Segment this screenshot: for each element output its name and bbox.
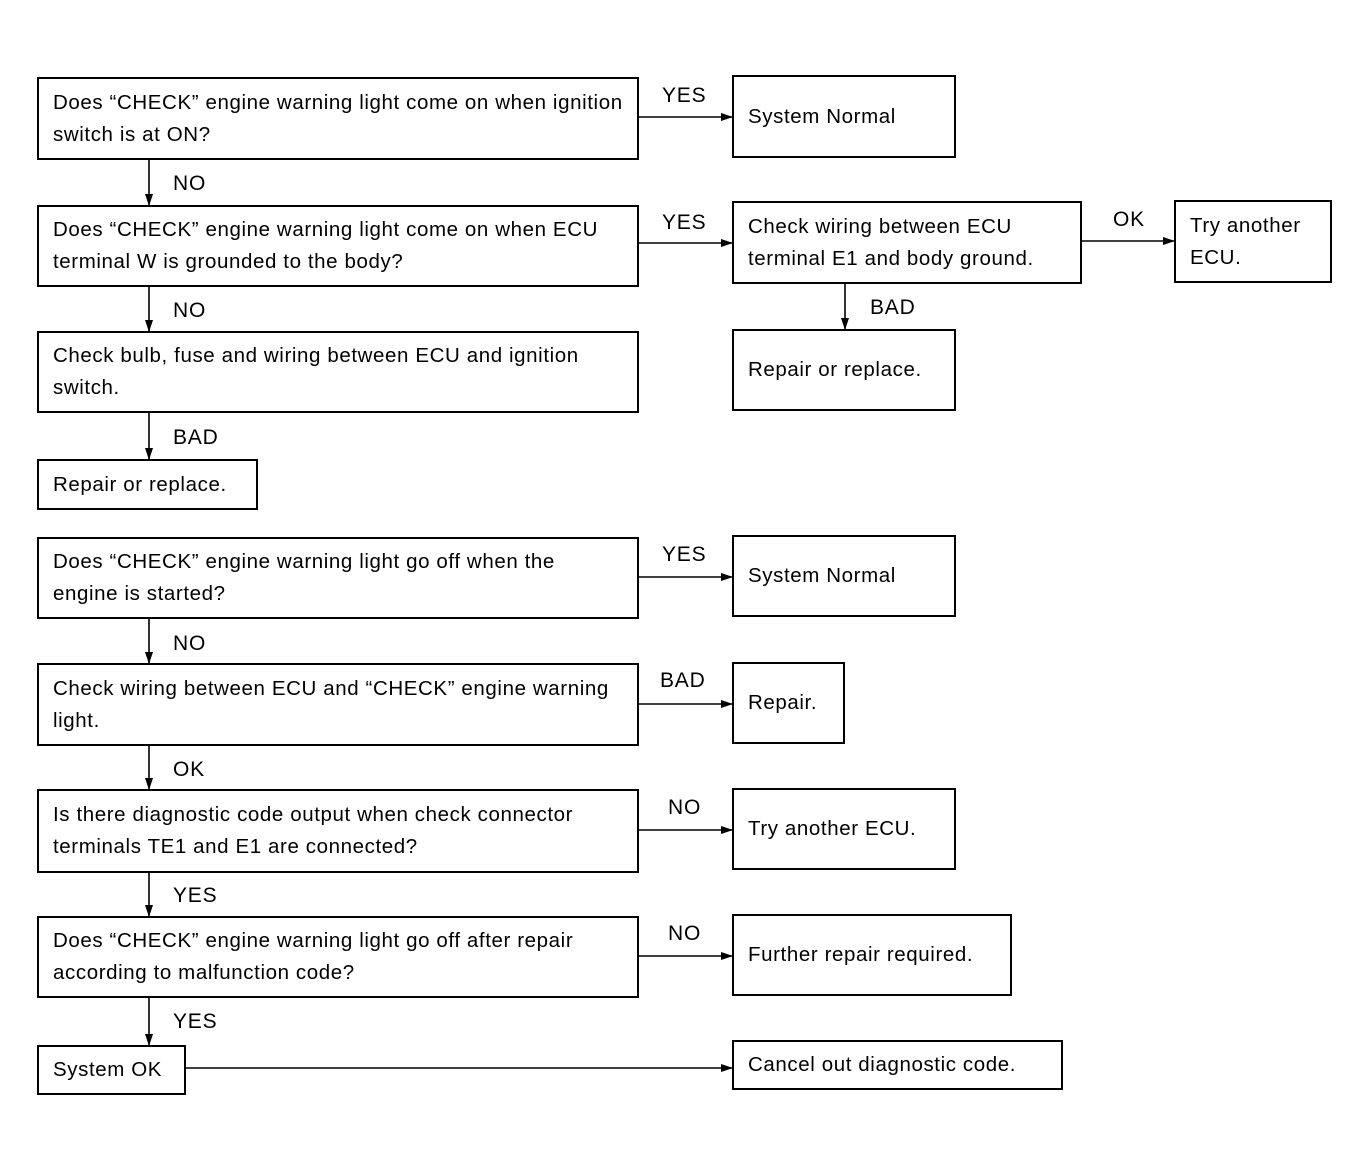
result-repair: Repair. [732, 662, 845, 744]
result-try-another-ecu-1: Try another ECU. [1174, 200, 1332, 283]
result-repair-or-replace-right: Repair or replace. [732, 329, 956, 411]
question-diagnostic-code-output: Is there diagnostic code output when che… [37, 789, 639, 873]
question-light-off-engine-started: Does “CHECK” engine warning light go off… [37, 537, 639, 619]
label-q3-no: NO [173, 632, 207, 655]
label-q1-yes: YES [662, 84, 707, 107]
action-check-wiring-e1-ground: Check wiring between ECU terminal E1 and… [732, 201, 1082, 284]
label-q1-no: NO [173, 172, 207, 195]
result-repair-or-replace-left: Repair or replace. [37, 459, 258, 510]
label-light-ok: OK [173, 758, 205, 781]
label-q5-yes: YES [173, 1010, 218, 1033]
label-q3-yes: YES [662, 543, 707, 566]
question-light-off-after-repair: Does “CHECK” engine warning light go off… [37, 916, 639, 998]
action-check-wiring-ecu-light: Check wiring between ECU and “CHECK” eng… [37, 663, 639, 746]
result-system-normal-1: System Normal [732, 75, 956, 158]
result-system-normal-2: System Normal [732, 535, 956, 617]
result-cancel-diagnostic-code: Cancel out diagnostic code. [732, 1040, 1063, 1090]
label-q4-no: NO [668, 796, 702, 819]
result-further-repair-required: Further repair required. [732, 914, 1012, 996]
result-system-ok: System OK [37, 1045, 186, 1095]
action-check-bulb-fuse-wiring: Check bulb, fuse and wiring between ECU … [37, 331, 639, 413]
label-light-bad: BAD [660, 669, 706, 692]
label-q2-no: NO [173, 299, 207, 322]
question-check-light-terminal-w-grounded: Does “CHECK” engine warning light come o… [37, 205, 639, 287]
label-e1-ok: OK [1113, 208, 1145, 231]
label-q2-yes: YES [662, 211, 707, 234]
label-e1-bad: BAD [870, 296, 916, 319]
label-q5-no: NO [668, 922, 702, 945]
label-q4-yes: YES [173, 884, 218, 907]
result-try-another-ecu-2: Try another ECU. [732, 788, 956, 870]
question-check-light-ignition-on: Does “CHECK” engine warning light come o… [37, 77, 639, 160]
label-bulb-bad: BAD [173, 426, 219, 449]
